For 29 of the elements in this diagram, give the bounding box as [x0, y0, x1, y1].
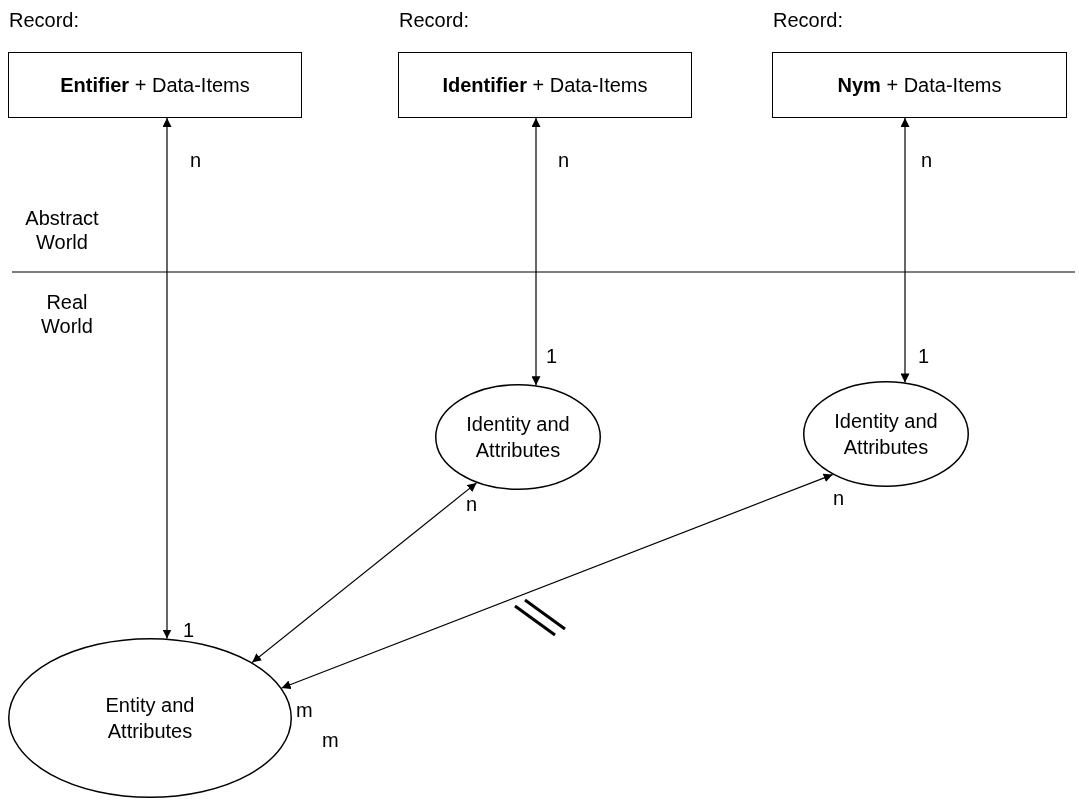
cardinality-label: 1 — [546, 344, 558, 368]
region-label: Real World — [40, 290, 94, 338]
node-label: Identity and Attributes — [465, 412, 571, 463]
record-heading: Record: — [773, 9, 844, 32]
ellipse-node — [8, 638, 292, 798]
record-heading: Record: — [9, 9, 80, 32]
region-label: Abstract World — [24, 206, 100, 254]
cardinality-label: m — [296, 698, 313, 722]
box-label: Nym + Data-Items — [837, 73, 1002, 97]
node-label: Identity and Attributes — [833, 409, 939, 460]
cardinality-label: 1 — [918, 344, 930, 368]
cardinality-label: n — [558, 148, 570, 172]
double-arrow — [281, 473, 834, 689]
node-label: Entity and Attributes — [104, 693, 196, 744]
cardinality-label: n — [466, 492, 478, 516]
cardinality-label: n — [190, 148, 202, 172]
cardinality-label: 1 — [183, 618, 195, 642]
ellipse-node — [435, 384, 601, 490]
ellipse-node — [803, 381, 969, 487]
record-heading: Record: — [399, 9, 470, 32]
box-label: Entifier + Data-Items — [60, 73, 250, 97]
cardinality-label: n — [833, 486, 845, 510]
double-arrow — [531, 117, 541, 386]
cardinality-label: n — [921, 148, 933, 172]
double-arrow — [251, 482, 478, 664]
cardinality-label: m — [322, 728, 339, 752]
box-label: Identifier + Data-Items — [442, 73, 648, 97]
double-arrow — [162, 117, 172, 640]
double-arrow — [900, 117, 910, 383]
